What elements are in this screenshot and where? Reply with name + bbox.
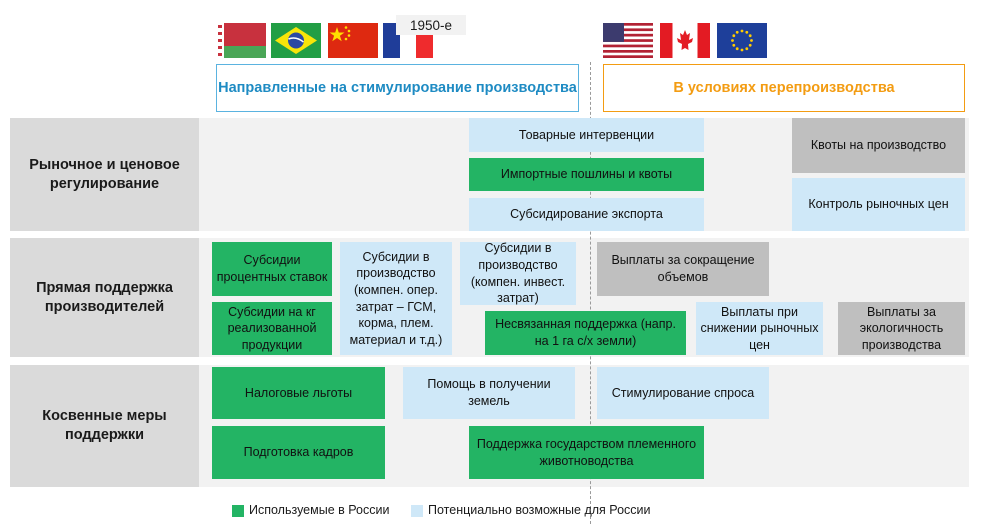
legend-used-swatch [232,505,244,517]
box-commodity-interventions: Товарные интервенции [469,118,704,152]
brazil-flag-icon [271,23,321,58]
header-production-stimulation: Направленные на стимулирование производс… [216,64,579,112]
box-export-subsidies: Субсидирование экспорта [469,198,704,231]
legend-potential-label: Потенциально возможные для России [428,503,651,517]
box-interest-subsidies: Субсидии процентных ставок [212,242,332,296]
row-label-direct-support: Прямая поддержка производителей [10,238,199,357]
box-import-duties: Импортные пошлины и квоты [469,158,704,191]
box-production-subsidies-invest: Субсидии в производство (компен. инвест.… [460,241,576,305]
box-breeding-support: Поддержка государством племенного животн… [469,426,704,479]
box-eco-payments: Выплаты за экологичность производства [838,302,965,355]
box-per-kg-subsidies: Субсидии на кг реализованной продукции [212,302,332,355]
row-label-indirect-support: Косвенные меры поддержки [10,365,199,487]
box-volume-reduction-payments: Выплаты за сокращение объемов [597,242,769,296]
period-divider [590,62,591,524]
legend-potential-swatch [411,505,423,517]
belarus-flag-icon [216,23,266,58]
box-low-price-payments: Выплаты при снижении рыночных цен [696,302,823,355]
row-label-market-regulation: Рыночное и ценовое регулирование [10,118,199,231]
usa-flag-icon [603,23,653,58]
box-market-price-control: Контроль рыночных цен [792,178,965,231]
box-production-quotas: Квоты на производство [792,118,965,173]
box-staff-training: Подготовка кадров [212,426,385,479]
legend-used-label: Используемые в России [249,503,390,517]
box-land-help: Помощь в получении земель [403,367,575,419]
box-tax-benefits: Налоговые льготы [212,367,385,419]
header-overproduction: В условиях перепроизводства [603,64,965,112]
canada-flag-icon [660,23,710,58]
box-decoupled-support: Несвязанная поддержка (напр. на 1 га с/х… [485,311,686,355]
year-label: 1950-е [396,15,466,35]
china-flag-icon [328,23,378,58]
eu-flag-icon [717,23,767,58]
box-production-subsidies-costs: Субсидии в производство (компен. опер. з… [340,242,452,355]
box-demand-stimulation: Стимулирование спроса [597,367,769,419]
